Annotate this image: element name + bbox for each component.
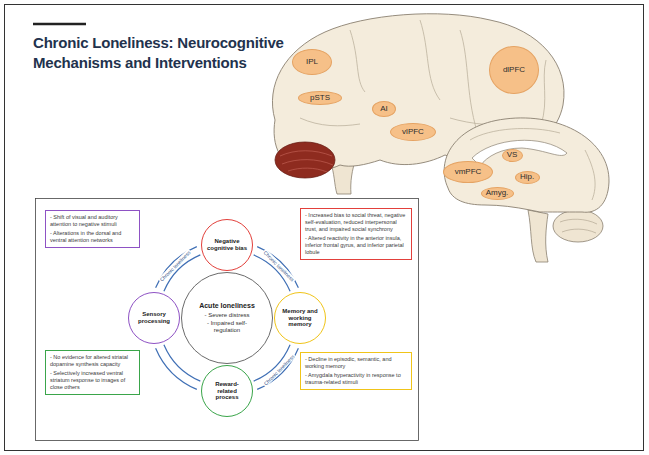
sulcus bbox=[350, 30, 365, 92]
node-text: Amyg. bbox=[486, 189, 509, 197]
region-label: Hip. bbox=[515, 171, 540, 184]
node-text: - Severe distress bbox=[204, 312, 249, 319]
title-rule bbox=[33, 23, 86, 26]
node-text: Memory and working memory bbox=[279, 308, 321, 329]
bullet-text: - No evidence for altered striatal dopam… bbox=[50, 354, 135, 368]
page-frame bbox=[5, 5, 644, 451]
cerebellum bbox=[553, 210, 603, 242]
region-label: vlPFC bbox=[390, 123, 436, 141]
brainstem bbox=[528, 210, 548, 262]
node-text: AI bbox=[380, 105, 388, 113]
ring-label: Chronic loneliness bbox=[158, 249, 193, 284]
node-text: Hip. bbox=[520, 173, 534, 181]
cerebellum-fold bbox=[560, 219, 597, 224]
sulcus bbox=[420, 20, 440, 100]
region-label: IPL bbox=[292, 49, 332, 75]
ring-label: Chronic loneliness bbox=[261, 352, 296, 387]
corpus-callosum bbox=[472, 140, 567, 166]
region-label: vmPFC bbox=[443, 161, 493, 183]
node-text: pSTS bbox=[310, 94, 330, 102]
finding-box: - Decline in episodic, semantic, and wor… bbox=[300, 352, 412, 390]
node-text: Negative cognitive bias bbox=[206, 238, 248, 252]
ring-line bbox=[257, 247, 298, 288]
medial-brain bbox=[444, 118, 609, 262]
node-text: - Impaired self-regulation bbox=[194, 320, 260, 334]
ring-line bbox=[257, 348, 298, 389]
domain-circle: Reward-related process bbox=[201, 365, 253, 417]
bullet-text: - Altered reactivity in the anterior ins… bbox=[305, 235, 407, 256]
node-text: IPL bbox=[306, 58, 318, 66]
region-label: Amyg. bbox=[481, 187, 514, 200]
node-text: vmPFC bbox=[455, 168, 482, 176]
node-text: Acute loneliness bbox=[199, 302, 255, 310]
cerebellum-fold bbox=[280, 151, 332, 156]
bullet-text: - Increased bias to social threat, negat… bbox=[305, 212, 407, 233]
bullet-text: - Selectively increased ventral striatum… bbox=[50, 370, 135, 391]
ring-connector bbox=[156, 345, 201, 390]
node-text: VS bbox=[507, 151, 518, 159]
diagram-title: Chronic Loneliness: Neurocognitive Mecha… bbox=[33, 33, 295, 73]
bullet-text: - Amygdala hyperactivity in response to … bbox=[305, 372, 407, 386]
region-label: dlPFC bbox=[489, 46, 539, 94]
cerebellum bbox=[275, 142, 335, 178]
core-circle: Acute loneliness - Severe distress- Impai… bbox=[181, 272, 273, 364]
cerebellum-fold bbox=[562, 229, 596, 233]
ring-connector bbox=[254, 345, 299, 390]
bullet-text: - Shift of visual and auditory attention… bbox=[50, 214, 135, 228]
ring-connector bbox=[254, 247, 299, 292]
region-label: VS bbox=[502, 149, 523, 162]
cerebellum-fold bbox=[282, 160, 333, 165]
bullet-text: - Alterations in the dorsal and ventral … bbox=[50, 230, 135, 244]
finding-box: - Shift of visual and auditory attention… bbox=[45, 210, 140, 248]
node-text: vlPFC bbox=[402, 128, 424, 136]
sulcus bbox=[585, 150, 595, 200]
node-text: Reward-related process bbox=[206, 381, 248, 402]
cerebellum-fold bbox=[288, 168, 327, 172]
node-text: Sensory processing bbox=[133, 311, 175, 325]
sulcus bbox=[300, 118, 360, 126]
finding-box: - No evidence for altered striatal dopam… bbox=[45, 350, 140, 395]
finding-box: - Increased bias to social threat, negat… bbox=[300, 208, 412, 260]
domain-circle: Memory and working memory bbox=[274, 292, 326, 344]
bullet-text: - Decline in episodic, semantic, and wor… bbox=[305, 356, 407, 370]
region-label: pSTS bbox=[298, 91, 342, 105]
node-text: dlPFC bbox=[503, 66, 525, 74]
domain-circle: Negative cognitive bias bbox=[201, 219, 253, 271]
region-label: AI bbox=[372, 101, 396, 117]
sulcus bbox=[470, 129, 560, 140]
ring-line bbox=[156, 348, 197, 389]
domain-circle: Sensory processing bbox=[128, 292, 180, 344]
figure-frame bbox=[36, 199, 419, 441]
ring-label: Chronic loneliness bbox=[261, 249, 296, 284]
sulcus bbox=[541, 60, 546, 125]
ring-line bbox=[156, 247, 197, 288]
